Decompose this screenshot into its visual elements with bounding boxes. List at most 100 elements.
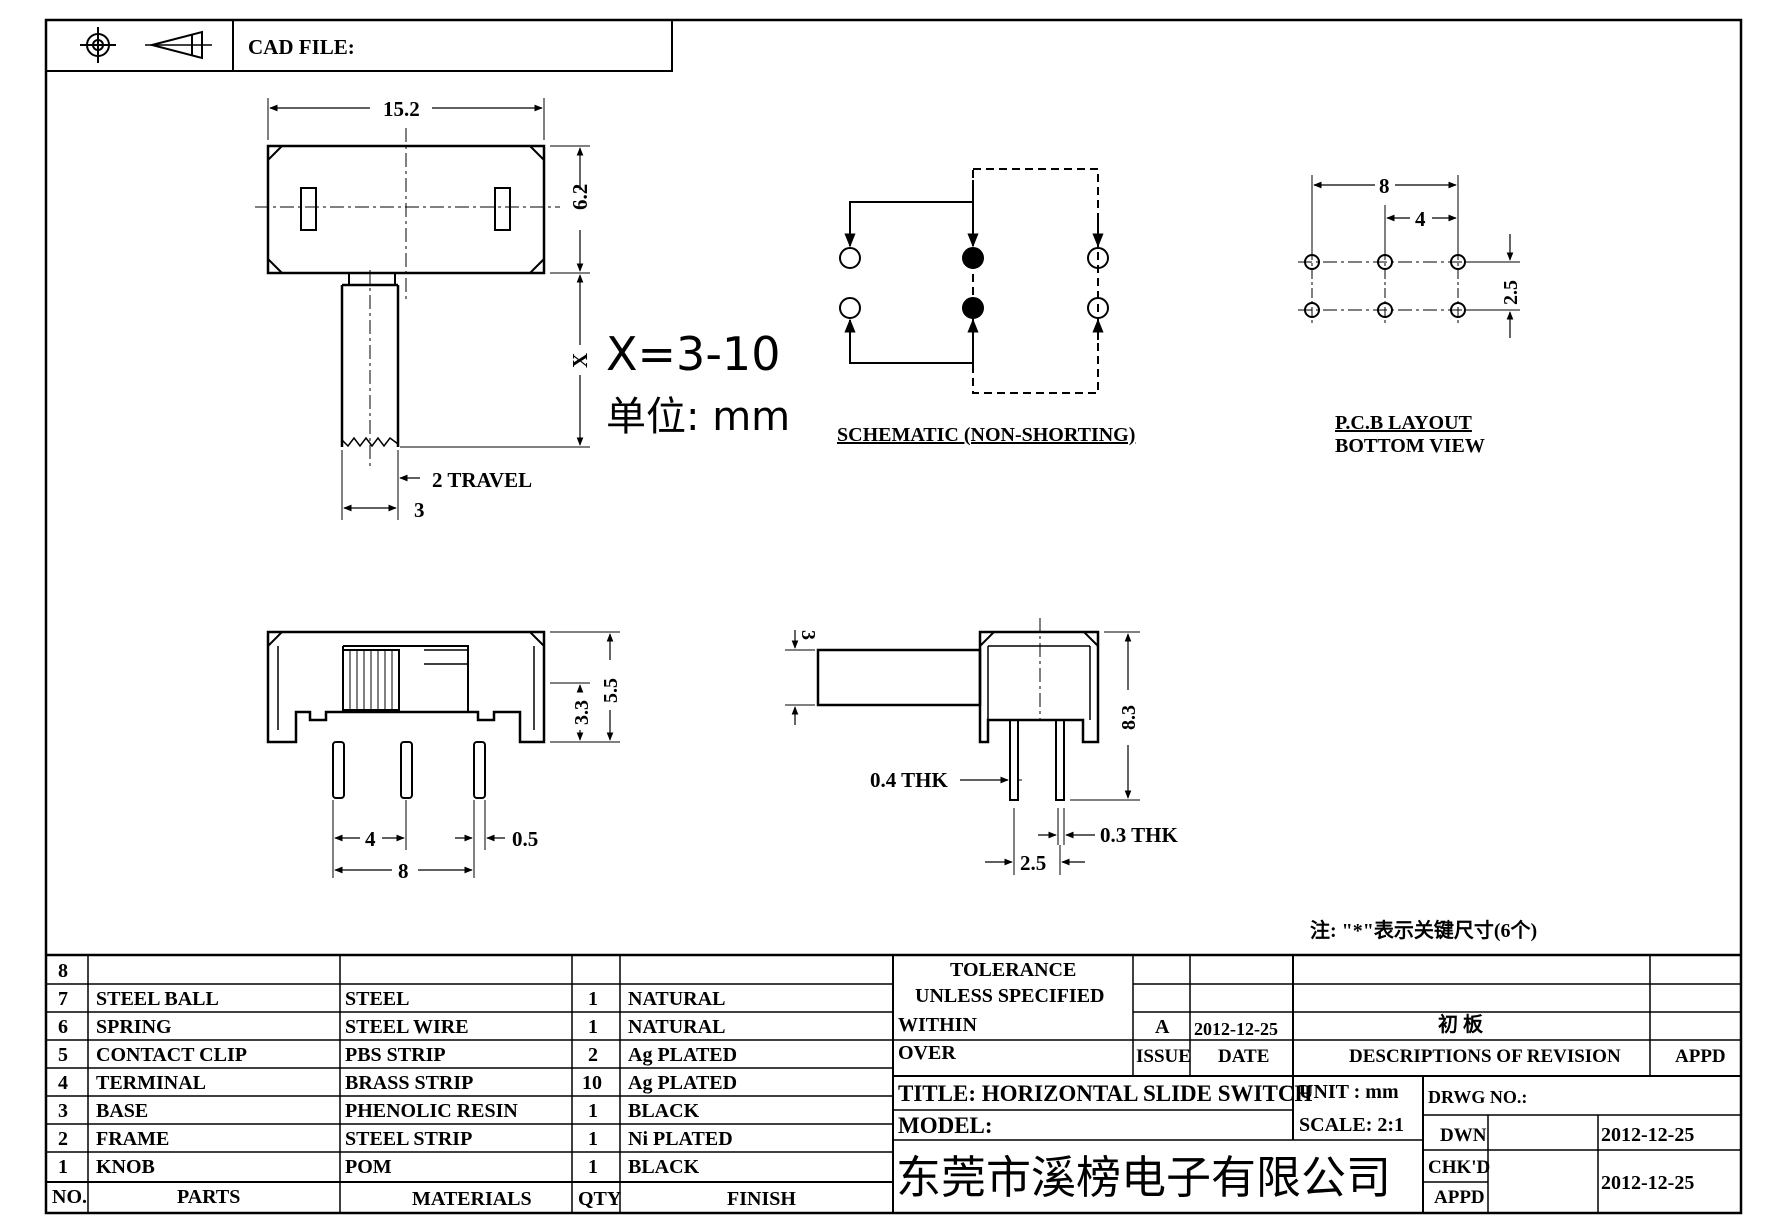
schematic-label: SCHEMATIC (NON-SHORTING) <box>837 424 1135 446</box>
bom-row-qty: 2 <box>588 1044 598 1066</box>
bom-header-finish: FINISH <box>727 1188 796 1210</box>
side-dim-3: 3 <box>797 630 819 640</box>
tolerance-line1: TOLERANCE <box>950 959 1076 981</box>
bom-row-finish: Ag PLATED <box>628 1072 737 1094</box>
bom-row-no: 6 <box>58 1016 68 1038</box>
bom-row-qty: 1 <box>588 988 598 1010</box>
bom-row-material: PBS STRIP <box>345 1044 446 1066</box>
key-dimension-note: 注: "*"表示关键尺寸(6个) <box>1310 918 1537 942</box>
bom-row: 5 CONTACT CLIP PBS STRIP 2 Ag PLATED <box>58 1044 737 1066</box>
drawing-title: TITLE: HORIZONTAL SLIDE SWITCH <box>898 1081 1312 1106</box>
bom-row-part: SPRING <box>96 1016 172 1038</box>
knob-width-dim: 3 <box>414 498 425 522</box>
revision-note: 初 板 <box>1438 1012 1484 1036</box>
bom-row-material: POM <box>345 1156 392 1178</box>
bom-row: 2 FRAME STEEL STRIP 1 Ni PLATED <box>58 1128 733 1150</box>
front-dim-0-5: 0.5 <box>512 827 538 851</box>
bom-row-no: 8 <box>58 960 68 982</box>
crosshair-circle-icon <box>80 27 116 63</box>
dwn-date: 2012-12-25 <box>1601 1124 1694 1146</box>
bom-row: 6 SPRING STEEL WIRE 1 NATURAL <box>58 1016 725 1038</box>
bom-row-part: FRAME <box>96 1128 169 1150</box>
third-angle-projection-icon <box>145 30 212 60</box>
bom-row: 7 STEEL BALL STEEL 1 NATURAL <box>58 988 725 1010</box>
appd-header: APPD <box>1675 1046 1726 1067</box>
bom-row-no: 1 <box>58 1156 68 1178</box>
drwg-no-label: DRWG NO.: <box>1428 1087 1527 1107</box>
title-block <box>893 955 1741 1213</box>
bom-row-qty: 1 <box>588 1016 598 1038</box>
bom-row-material: PHENOLIC RESIN <box>345 1100 518 1122</box>
front-dim-3-3: 3.3 <box>571 700 593 725</box>
tolerance-within: WITHIN <box>898 1014 977 1036</box>
issue-letter: A <box>1155 1016 1170 1038</box>
side-thk-0-3: 0.3 THK <box>1100 823 1178 847</box>
bom-row: 1 KNOB POM 1 BLACK <box>58 1156 700 1178</box>
bom-row: 8 <box>58 960 68 982</box>
top-view <box>255 98 590 520</box>
descriptions-label: DESCRIPTIONS OF REVISION <box>1349 1046 1621 1067</box>
bom-row-material: STEEL <box>345 988 409 1010</box>
header: CAD FILE: <box>45 19 673 72</box>
pcb-dim-8: 8 <box>1379 174 1390 198</box>
top-view-height-dim: 6.2 <box>568 184 592 210</box>
cad-file-label: CAD FILE: <box>248 35 355 59</box>
model-label: MODEL: <box>898 1113 993 1138</box>
bom-row-qty: 1 <box>588 1128 598 1150</box>
bom-row-finish: BLACK <box>628 1156 700 1178</box>
bom-row-part: CONTACT CLIP <box>96 1044 247 1066</box>
x-range-label: X=3-10 <box>606 327 780 381</box>
bom-row-qty: 10 <box>582 1072 602 1094</box>
front-dim-5-5: 5.5 <box>600 678 622 703</box>
appd-label: APPD <box>1434 1187 1485 1208</box>
bom-rows: 8 7 STEEL BALL STEEL 1 NATURAL 6 SPRING … <box>52 960 796 1210</box>
bom-row-part: KNOB <box>96 1156 155 1178</box>
bom-row-part: BASE <box>96 1100 148 1122</box>
bom-row-finish: Ag PLATED <box>628 1044 737 1066</box>
top-view-x-dim: X <box>568 353 592 368</box>
bom-row-qty: 1 <box>588 1100 598 1122</box>
bom-row-material: STEEL WIRE <box>345 1016 469 1038</box>
bom-header-row: NO. PARTS MATERIALS QTY FINISH <box>52 1186 796 1210</box>
bom-row-no: 3 <box>58 1100 68 1122</box>
unit-note: 单位: mm <box>606 394 790 440</box>
bom-row-part: TERMINAL <box>96 1072 206 1094</box>
bom-row: 4 TERMINAL BRASS STRIP 10 Ag PLATED <box>58 1072 737 1094</box>
side-thk-0-4: 0.4 THK <box>870 768 948 792</box>
pcb-layout <box>1298 175 1520 338</box>
top-view-width-dim: 15.2 <box>383 97 420 121</box>
front-dim-8: 8 <box>398 859 409 883</box>
pcb-dim-2-5: 2.5 <box>1500 280 1522 305</box>
bom-row-finish: BLACK <box>628 1100 700 1122</box>
company-name: 东莞市溪榜电子有限公司 <box>896 1151 1391 1204</box>
tolerance-over: OVER <box>898 1042 956 1064</box>
date-label: DATE <box>1218 1046 1269 1067</box>
pcb-label-line1: P.C.B LAYOUT <box>1335 412 1473 434</box>
schematic <box>839 168 1109 394</box>
issue-label: ISSUE <box>1136 1046 1191 1067</box>
bom-row-material: BRASS STRIP <box>345 1072 473 1094</box>
bom-row-finish: Ni PLATED <box>628 1128 733 1150</box>
pcb-dim-4: 4 <box>1415 207 1426 231</box>
bom-row-material: STEEL STRIP <box>345 1128 472 1150</box>
bom-table <box>46 953 1741 1213</box>
bom-header-qty: QTY <box>578 1188 622 1210</box>
scale-label: SCALE: 2:1 <box>1299 1114 1404 1136</box>
unit-label: UNIT : mm <box>1299 1081 1399 1103</box>
side-dim-2-5: 2.5 <box>1020 851 1046 875</box>
bom-row-qty: 1 <box>588 1156 598 1178</box>
bom-row-no: 7 <box>58 988 68 1010</box>
bom-header-no: NO. <box>52 1186 87 1208</box>
side-view <box>785 618 1140 875</box>
bom-row-no: 4 <box>58 1072 68 1094</box>
chkd-label: CHK'D <box>1428 1157 1490 1178</box>
front-dim-4: 4 <box>365 827 376 851</box>
bom-header-materials: MATERIALS <box>412 1188 532 1210</box>
issue-date: 2012-12-25 <box>1194 1019 1278 1039</box>
bom-row-finish: NATURAL <box>628 988 725 1010</box>
dwn-label: DWN <box>1440 1125 1487 1146</box>
front-view <box>266 630 620 878</box>
bom-row-no: 5 <box>58 1044 68 1066</box>
bom-row: 3 BASE PHENOLIC RESIN 1 BLACK <box>58 1100 700 1122</box>
